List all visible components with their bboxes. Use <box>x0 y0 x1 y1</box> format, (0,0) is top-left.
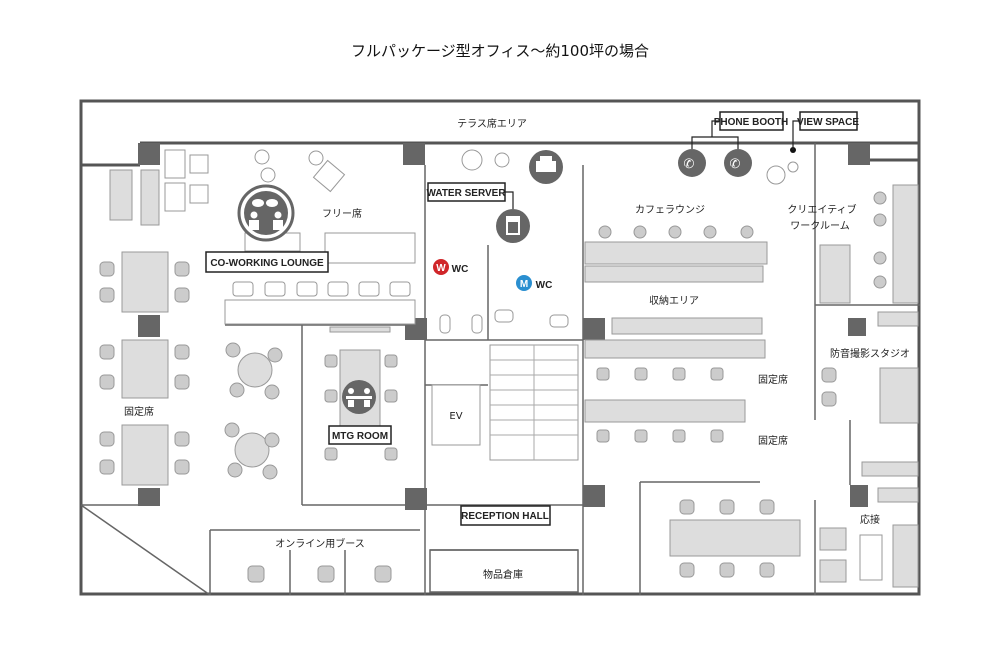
label-fixed-right-1: 固定席 <box>758 373 788 386</box>
svg-text:✆: ✆ <box>684 157 695 172</box>
area-labels: テラス席エリア フリー席 カフェラウンジ クリエイティブ ワークルーム 収納エリ… <box>124 117 910 581</box>
label-fixed-left: 固定席 <box>124 405 154 418</box>
svg-text:MTG ROOM: MTG ROOM <box>332 431 388 442</box>
view-space-tag: VIEW SPACE <box>797 111 859 131</box>
label-storage-area: 収納エリア <box>649 294 699 307</box>
label-warehouse: 物品倉庫 <box>483 568 523 581</box>
label-ev: EV <box>449 411 462 422</box>
label-creative-2: ワークルーム <box>790 220 849 232</box>
wc-women: W WC <box>433 259 468 275</box>
label-fixed-right-2: 固定席 <box>758 434 788 447</box>
water-server-icon <box>496 209 530 243</box>
phone-booth-tag: PHONE BOOTH <box>714 111 788 131</box>
walls <box>79 99 921 596</box>
label-studio: 防音撮影スタジオ <box>830 347 910 360</box>
label-terrace: テラス席エリア <box>457 117 527 130</box>
meeting-icon <box>342 380 376 414</box>
reception-hall-tag: RECEPTION HALL <box>460 505 551 526</box>
svg-text:✆: ✆ <box>730 157 741 172</box>
water-server-tag: WATER SERVER <box>426 182 506 202</box>
wc-men: M WC <box>516 275 552 291</box>
svg-text:W: W <box>436 263 446 274</box>
plan-title: フルパッケージ型オフィス〜約100坪の場合 <box>351 42 649 60</box>
svg-text:VIEW SPACE: VIEW SPACE <box>797 117 859 128</box>
label-creative-1: クリエイティブ <box>787 203 856 216</box>
label-reception: 応接 <box>860 513 880 526</box>
svg-text:WC: WC <box>536 280 553 291</box>
coworking-lounge-tag: CO-WORKING LOUNGE <box>205 251 329 273</box>
svg-text:WC: WC <box>452 264 469 275</box>
coworking-icon <box>237 184 295 242</box>
label-cafe-lounge: カフェラウンジ <box>635 204 705 216</box>
columns <box>138 143 870 510</box>
svg-text:M: M <box>520 279 528 290</box>
mtg-room-tag: MTG ROOM <box>328 425 392 445</box>
svg-text:WATER SERVER: WATER SERVER <box>426 188 506 199</box>
furniture <box>99 149 919 595</box>
callout-lines <box>505 120 800 209</box>
phone-booth-icon: ✆ <box>678 149 706 177</box>
printer-icon <box>529 150 563 184</box>
label-online-booth: オンライン用ブース <box>275 537 365 550</box>
label-free-seats: フリー席 <box>322 207 362 220</box>
svg-text:PHONE BOOTH: PHONE BOOTH <box>714 117 788 128</box>
svg-text:CO-WORKING LOUNGE: CO-WORKING LOUNGE <box>210 258 324 269</box>
svg-text:RECEPTION HALL: RECEPTION HALL <box>461 511 549 522</box>
phone-booth-icon: ✆ <box>724 149 752 177</box>
